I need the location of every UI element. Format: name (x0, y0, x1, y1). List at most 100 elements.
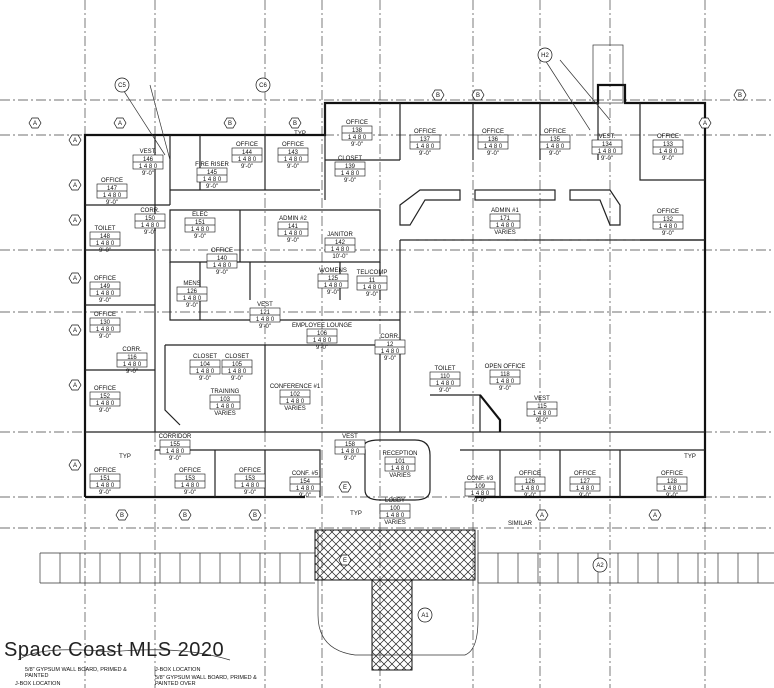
room-dimension: VARIES (214, 411, 236, 417)
room-finish-codes: 1 4 8 0 (598, 149, 617, 155)
room-dimension: VARIES (384, 520, 406, 526)
note-gypsum-2: 5/8" GYPSUM WALL BOARD, PRIMED & PAINTED… (155, 675, 257, 687)
room-finish-codes: 1 4 8 0 (381, 349, 400, 355)
room-dimension: 9'-0" (344, 456, 356, 462)
exterior-wall (83, 83, 707, 499)
room-finish-codes: 1 4 8 0 (103, 193, 122, 199)
room-dimension: VARIES (389, 473, 411, 479)
room-number: 106 (317, 331, 328, 337)
room-finish-codes: 1 4 8 0 (386, 513, 405, 519)
room-name: CONF. #3 (467, 476, 494, 482)
svg-text:A1: A1 (421, 613, 429, 619)
svg-text:A: A (73, 218, 77, 224)
room-dimension: 9'-0" (99, 298, 111, 304)
grid-bubble: B (178, 509, 192, 521)
room-number: 137 (420, 137, 431, 143)
room-number: 103 (220, 397, 231, 403)
elevation-tag: A1 (417, 607, 433, 623)
room-finish-codes: 1 4 8 0 (196, 369, 215, 375)
room-name: OFFICE (482, 129, 504, 135)
room-number: 121 (260, 310, 271, 316)
svg-text:A: A (703, 121, 707, 127)
room-tag: CORR.121 4 8 09'-0" (374, 334, 406, 362)
room-finish-codes: 1 4 8 0 (96, 327, 115, 333)
room-dimension: 9'-0" (259, 324, 271, 330)
grid-bubble: A (535, 509, 549, 521)
room-name: WOMENS (319, 268, 347, 274)
grid-bubble: A (648, 509, 662, 521)
svg-text:A: A (73, 138, 77, 144)
room-finish-codes: 1 4 8 0 (203, 177, 222, 183)
room-name: VEST (342, 434, 358, 440)
room-number: 100 (390, 506, 401, 512)
room-dimension: 9'-0" (199, 376, 211, 382)
grid-bubble: B (288, 117, 302, 129)
room-finish-codes: 1 4 8 0 (183, 296, 202, 302)
room-finish-codes: 1 4 8 0 (331, 247, 350, 253)
room-dimension: 9'-0" (231, 376, 243, 382)
room-name: TRAINING (211, 389, 240, 395)
room-dimension: 9'-0" (241, 164, 253, 170)
room-dimension: 9'-0" (536, 418, 548, 424)
room-name: ADMIN #2 (279, 216, 307, 222)
room-name: OPEN OFFICE (485, 364, 526, 370)
room-finish-codes: 1 4 8 0 (123, 362, 142, 368)
room-dimension: 9'-0" (99, 334, 111, 340)
room-finish-codes: 1 4 8 0 (191, 227, 210, 233)
room-finish-codes: 1 4 8 0 (139, 164, 158, 170)
room-finish-codes: 1 4 8 0 (521, 486, 540, 492)
room-dimension: 9'-0" (106, 200, 118, 206)
room-finish-codes: 1 4 8 0 (484, 144, 503, 150)
leader-lines (17, 59, 611, 661)
room-name: CORR. (140, 208, 160, 214)
room-name: OFFICE (657, 134, 679, 140)
room-finish-codes: 1 4 8 0 (436, 381, 455, 387)
room-name: OFFICE (211, 248, 233, 254)
room-number: 116 (127, 355, 137, 361)
room-number: 128 (667, 479, 678, 485)
watermark: Spacc Coast MLS 2020 (4, 639, 225, 661)
room-name: VEST (534, 396, 550, 402)
elevation-tag: C5 (114, 77, 130, 93)
grid-bubble: A (698, 117, 712, 129)
room-dimension: 9'-0" (206, 184, 218, 190)
room-name: CORRIDOR (159, 434, 192, 440)
svg-text:B: B (253, 513, 257, 519)
grid-bubble: E (338, 554, 352, 566)
room-dimension: 9'-0" (184, 490, 196, 496)
room-dimension: 10'-0" (332, 254, 347, 260)
room-name: OFFICE (657, 209, 679, 215)
svg-text:A: A (73, 276, 77, 282)
room-name: TOILET (95, 226, 116, 232)
room-dimension: 9'-0" (524, 493, 536, 499)
room-number: 134 (602, 142, 613, 148)
room-name: CLOSET (225, 354, 249, 360)
room-name: OFFICE (239, 468, 261, 474)
elevation-tag: C6 (255, 77, 271, 93)
room-finish-codes: 1 4 8 0 (296, 486, 315, 492)
room-dimension: 9'-0" (316, 345, 328, 351)
room-dimension: 9'-0" (299, 493, 311, 499)
svg-text:A: A (118, 121, 122, 127)
room-number: 126 (525, 479, 536, 485)
room-name: OFFICE (94, 468, 116, 474)
room-name: OFFICE (179, 468, 201, 474)
room-name: MENS (183, 281, 200, 287)
svg-text:B: B (436, 93, 440, 99)
room-dimension: 9'-0" (474, 498, 486, 504)
room-dimension: 9'-0" (666, 493, 678, 499)
room-name: OFFICE (236, 142, 258, 148)
